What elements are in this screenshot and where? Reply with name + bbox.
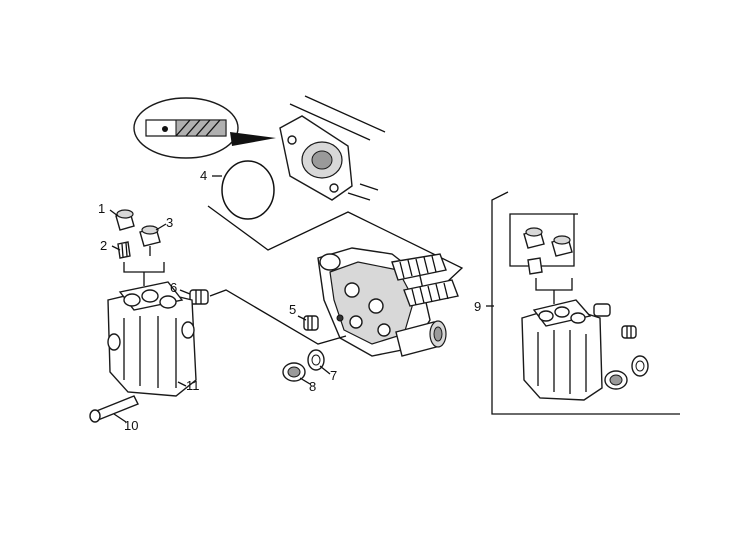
repair-kit-group	[491, 191, 680, 415]
pump-body	[317, 247, 459, 357]
piston-springs	[391, 253, 459, 307]
callout-8: 8	[309, 379, 316, 394]
valve-cap-3	[139, 225, 161, 256]
callout-10: 10	[124, 418, 138, 433]
outlet-fitting	[395, 320, 447, 357]
callout-3: 3	[166, 215, 173, 230]
callout-4: 4	[200, 168, 207, 183]
bracket-line-connector	[209, 289, 347, 345]
connector-6	[189, 289, 209, 305]
kit-caps-bracket	[509, 213, 578, 267]
kit-washer	[631, 355, 649, 377]
washer-7	[307, 349, 325, 371]
plug-5	[303, 315, 319, 331]
kit-plug	[621, 325, 637, 339]
callout-5: 5	[289, 302, 296, 317]
kit-valve	[527, 257, 543, 275]
kit-seal-ring	[604, 370, 628, 390]
callout-6: 6	[170, 280, 177, 295]
bracket-line-oring	[207, 205, 464, 297]
callout-2: 2	[100, 238, 107, 253]
seal-ring-8	[282, 362, 306, 382]
callout-11: 11	[186, 378, 200, 393]
bracket-line-valves	[123, 262, 165, 273]
motor-housing-flange	[279, 95, 386, 201]
o-ring	[221, 160, 275, 220]
seal-detail-bubble	[133, 97, 276, 159]
callout-labels: 1 2 3 4 5 6 7 8 9 10 11	[98, 168, 481, 433]
callout-9: 9	[474, 299, 481, 314]
bolt-10	[89, 395, 139, 423]
callout-7: 7	[330, 368, 337, 383]
kit-manifold-head	[521, 299, 603, 401]
kit-valve-cap-right	[551, 235, 573, 257]
valve-2	[117, 241, 131, 259]
kit-valve-cap-left	[523, 227, 545, 249]
valve-cap-1	[115, 209, 135, 231]
kit-connector	[593, 303, 611, 317]
leader-lines	[109, 175, 494, 423]
manifold-head	[107, 281, 197, 397]
callout-1: 1	[98, 201, 105, 216]
